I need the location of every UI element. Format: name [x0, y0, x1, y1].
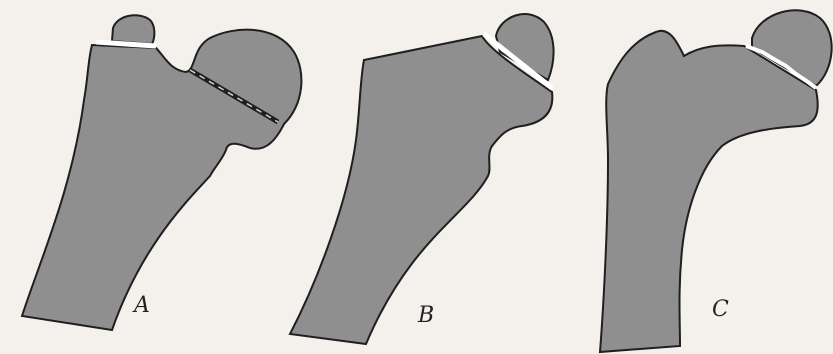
- panel-b: B: [290, 14, 554, 344]
- femur-a-shaft: [22, 30, 301, 330]
- panel-label-c: C: [712, 297, 729, 322]
- panel-label-a: A: [132, 293, 150, 318]
- panel-label-b: B: [417, 303, 434, 328]
- panel-a: A: [22, 15, 301, 330]
- femur-a-greater-trochanter-fragment: [112, 15, 154, 44]
- femur-c-shaft: [600, 31, 818, 352]
- femur-b-shaft: [290, 36, 552, 344]
- panel-c: C: [600, 10, 832, 352]
